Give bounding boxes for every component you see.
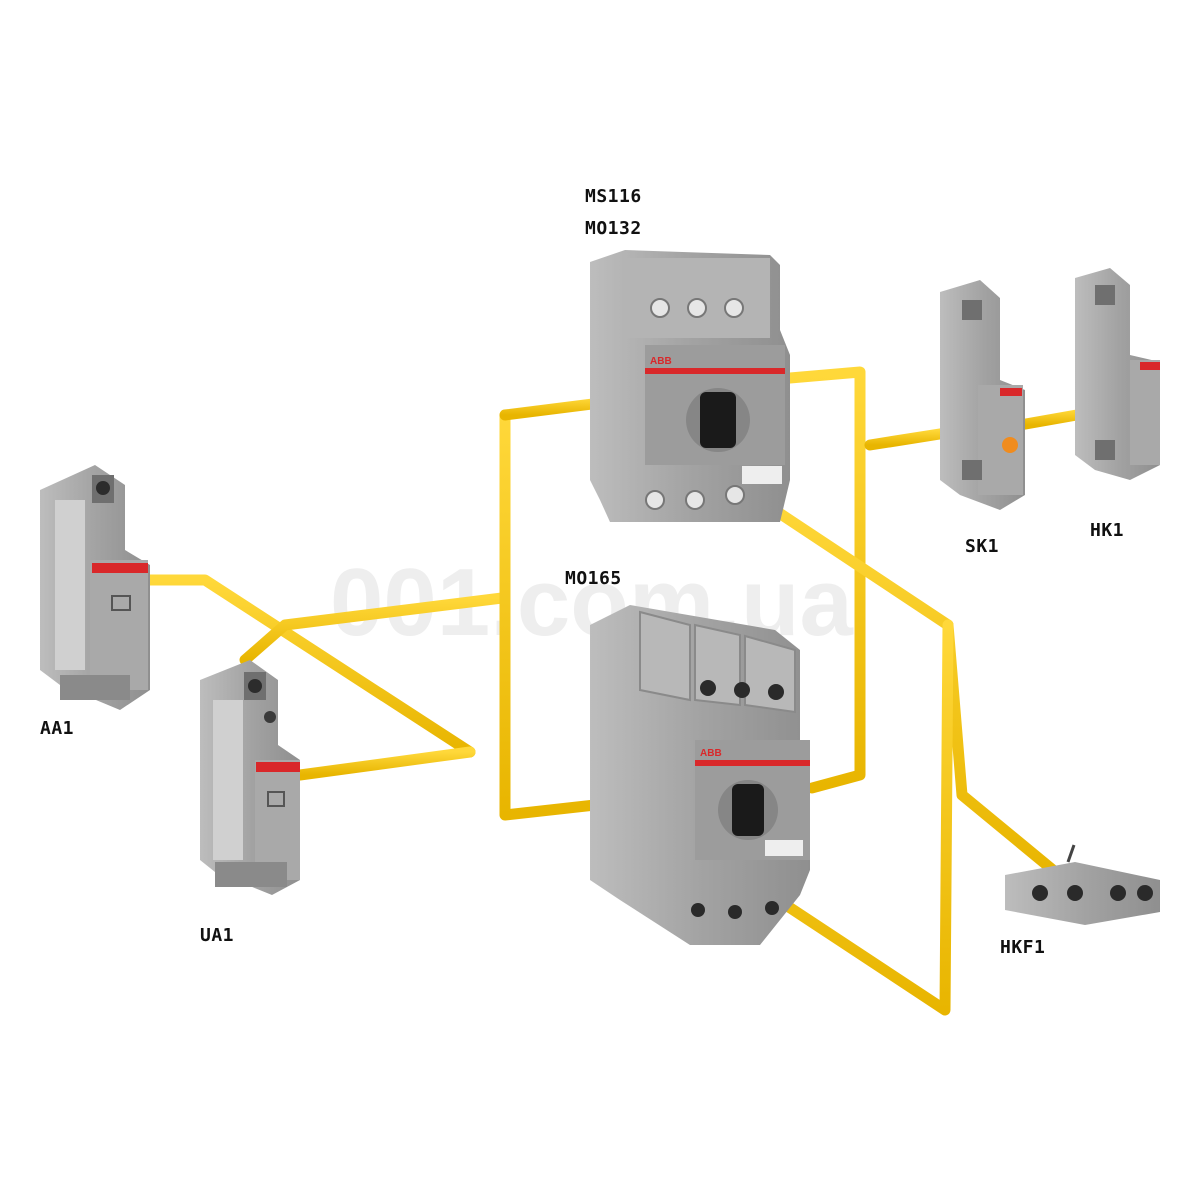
- hk1-red-stripe: [1140, 362, 1160, 370]
- hk1-device[interactable]: [1075, 268, 1160, 480]
- sk1-device[interactable]: [940, 280, 1025, 510]
- sk1-orange-button[interactable]: [1002, 437, 1018, 453]
- label-aa1: AA1: [40, 718, 75, 739]
- terminal-screw-icon: [248, 679, 262, 693]
- aa1-red-stripe: [92, 563, 148, 573]
- rotary-knob-icon[interactable]: [686, 388, 750, 452]
- label-sk1: SK1: [965, 536, 1000, 557]
- ua1-device[interactable]: [200, 660, 300, 895]
- mo165-red-stripe: [695, 760, 810, 766]
- label-ms116: MS116: [585, 186, 642, 207]
- wire-ua1: [294, 746, 476, 781]
- ms116-top-terminals: [650, 298, 744, 318]
- ms116-brand: ABB: [650, 356, 672, 367]
- hkf1-terminals: [1032, 885, 1153, 901]
- connection-wires: [144, 366, 1111, 1016]
- wire-cross-ua1: [239, 592, 508, 666]
- ms116-device[interactable]: ABB: [590, 250, 790, 522]
- wire-right-frame: [784, 366, 866, 794]
- aa1-device[interactable]: [40, 465, 150, 710]
- hkf1-device[interactable]: [1005, 844, 1160, 925]
- mo165-brand: ABB: [700, 748, 722, 759]
- terminal-screw-icon: [96, 481, 110, 495]
- label-mo132: MO132: [585, 218, 642, 239]
- terminal-screw-icon: [264, 711, 276, 723]
- label-ua1: UA1: [200, 925, 235, 946]
- wire-aa1: [144, 574, 476, 758]
- label-mo165: MO165: [565, 568, 622, 589]
- ua1-red-stripe: [256, 762, 300, 772]
- mo165-top-terminals: [700, 680, 784, 700]
- rotary-knob-icon[interactable]: [718, 780, 778, 840]
- wire-hkf1: [734, 481, 1071, 886]
- label-hk1: HK1: [1090, 520, 1125, 541]
- mo165-device[interactable]: ABB: [590, 605, 810, 945]
- ms116-bottom-terminals: [645, 485, 745, 510]
- mo165-bottom-terminals: [691, 901, 779, 919]
- sk1-red-stripe: [1000, 388, 1022, 396]
- label-hkf1: HKF1: [1000, 937, 1046, 958]
- wire-mo165-loop: [742, 619, 954, 1016]
- ms116-red-stripe: [645, 368, 785, 374]
